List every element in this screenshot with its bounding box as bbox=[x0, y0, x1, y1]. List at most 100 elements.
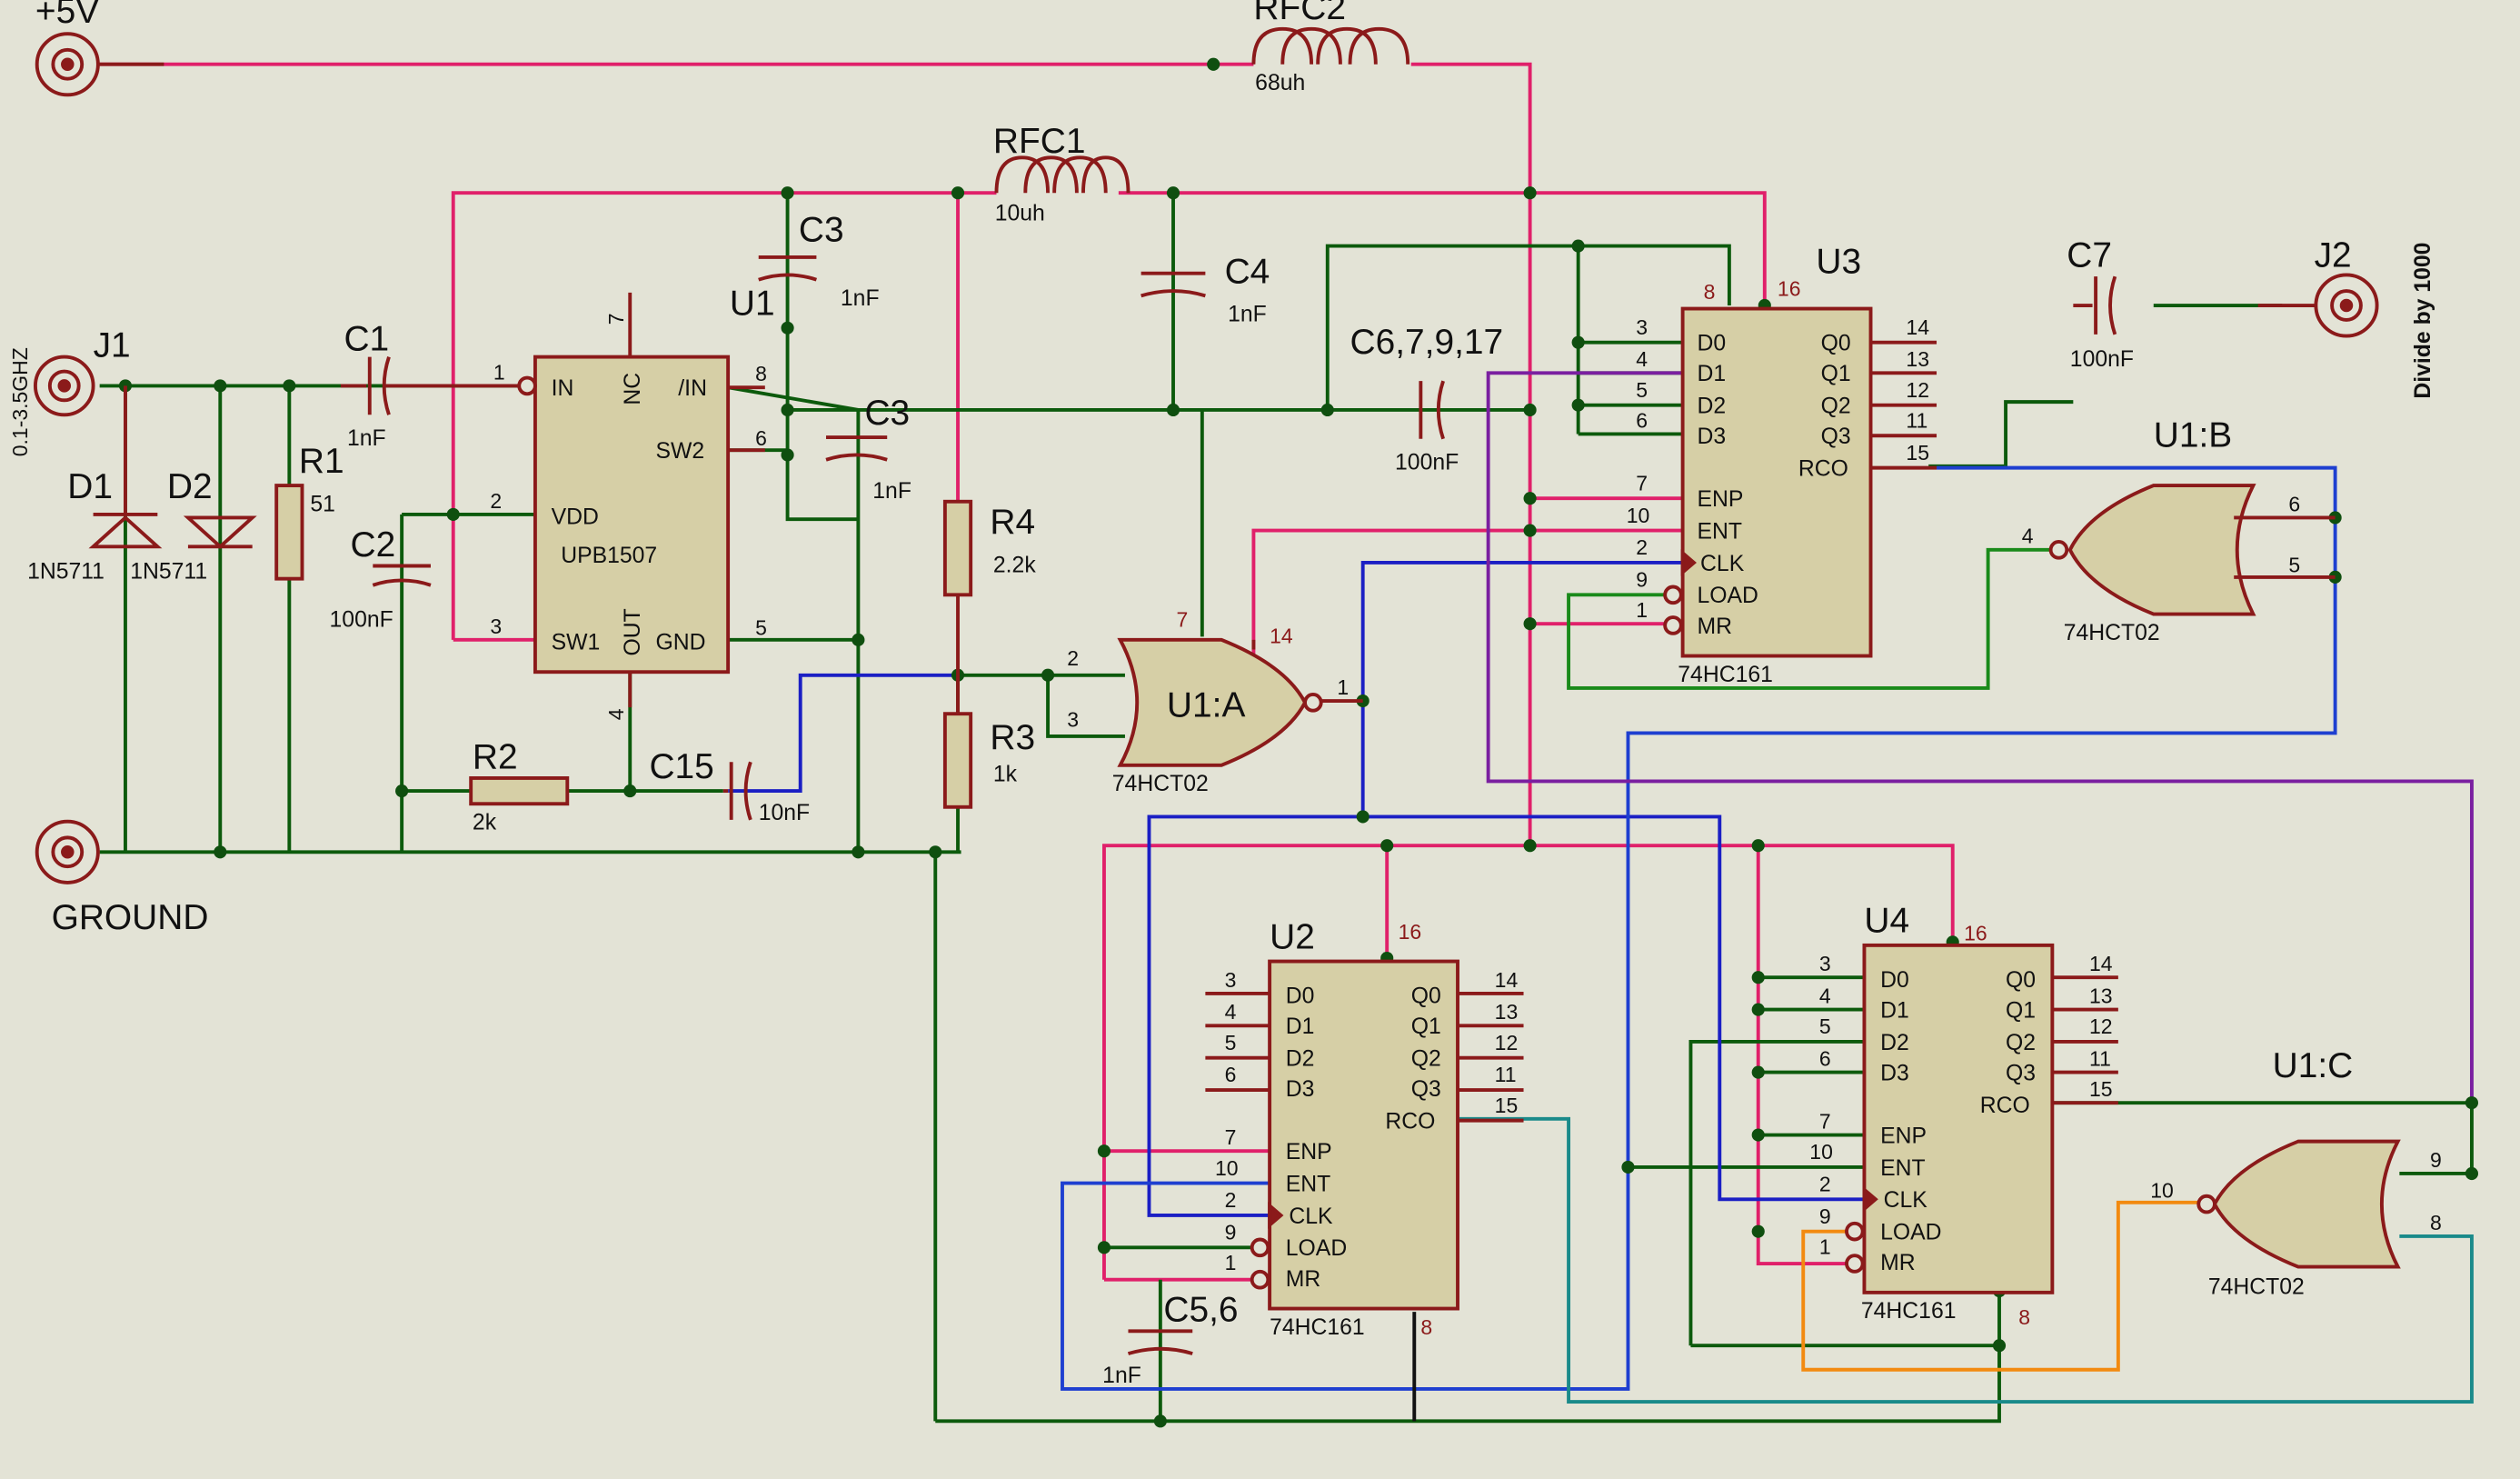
u2-clk: CLK bbox=[1289, 1204, 1333, 1229]
u3-d1: D1 bbox=[1698, 362, 1727, 386]
c7-capacitor bbox=[2073, 275, 2117, 335]
u1b-label: U1:B bbox=[2154, 416, 2232, 455]
c4-capacitor bbox=[1140, 271, 1206, 298]
vcc-terminal[interactable] bbox=[35, 32, 164, 97]
u3-pin-labels: D0 D1 D2 D3 ENP ENT CLK LOAD MR Q0 Q1 Q2… bbox=[1627, 276, 1929, 638]
u4-label: U4 bbox=[1864, 902, 1909, 941]
u2-n5: 5 bbox=[1225, 1031, 1237, 1054]
u3-n3: 3 bbox=[1636, 315, 1648, 339]
c3a-label: C3 bbox=[799, 210, 844, 249]
u1a-pin1: 1 bbox=[1337, 675, 1349, 699]
upb1507-ic bbox=[517, 292, 765, 708]
d2-value: 1N5711 bbox=[130, 560, 207, 585]
j2-terminal[interactable] bbox=[2257, 273, 2379, 338]
r3-value: 1k bbox=[993, 762, 1018, 786]
r4-label: R4 bbox=[990, 503, 1035, 542]
rfc1-value: 10uh bbox=[995, 201, 1045, 225]
u3-n2: 2 bbox=[1636, 535, 1648, 559]
u1c-part: 74HCT02 bbox=[2208, 1275, 2305, 1300]
u3-clk: CLK bbox=[1700, 552, 1745, 576]
u4-counter bbox=[1845, 943, 2118, 1294]
u2-n7: 7 bbox=[1225, 1125, 1237, 1149]
ground-terminal[interactable] bbox=[35, 819, 100, 884]
u4-n9: 9 bbox=[1819, 1204, 1831, 1228]
u4-n5: 5 bbox=[1819, 1014, 1831, 1038]
c15-value: 10nF bbox=[759, 801, 810, 825]
upb-sw2: SW2 bbox=[656, 439, 705, 464]
u2-n2: 2 bbox=[1225, 1188, 1237, 1212]
c2-label: C2 bbox=[351, 525, 396, 565]
u3-d2: D2 bbox=[1698, 394, 1727, 418]
u1a-pin7: 7 bbox=[1177, 608, 1189, 632]
c4-value: 1nF bbox=[1228, 303, 1267, 327]
nor-pin-labels: 2 3 1 14 7 6 5 4 9 8 10 bbox=[1067, 492, 2441, 1234]
rfc2-inductor bbox=[1251, 26, 1410, 65]
u3-n1: 1 bbox=[1636, 598, 1648, 622]
u2-n8: 8 bbox=[1420, 1315, 1432, 1339]
j1-terminal[interactable] bbox=[33, 355, 95, 417]
u3-n7: 7 bbox=[1636, 471, 1648, 495]
u4-ent: ENT bbox=[1880, 1156, 1926, 1181]
u4-n11: 11 bbox=[2089, 1047, 2111, 1071]
u3-n11: 11 bbox=[1906, 408, 1927, 432]
c3b-value: 1nF bbox=[872, 479, 911, 504]
u4-q3: Q3 bbox=[2006, 1061, 2036, 1085]
u2-q0: Q0 bbox=[1411, 984, 1441, 1009]
u1b-part: 74HCT02 bbox=[2064, 621, 2160, 645]
u4-n14: 14 bbox=[2089, 952, 2113, 975]
u4-n16: 16 bbox=[1964, 922, 1987, 945]
u4-n10: 10 bbox=[1809, 1140, 1833, 1164]
u4-n4: 4 bbox=[1819, 984, 1831, 1008]
c6-value: 100nF bbox=[1395, 450, 1459, 475]
c3-top-capacitor bbox=[758, 255, 818, 282]
u4-n3: 3 bbox=[1819, 952, 1831, 975]
upb-nc: NC bbox=[621, 373, 645, 405]
d2-diode bbox=[183, 515, 257, 549]
u3-d3: D3 bbox=[1698, 425, 1727, 449]
r3-label: R3 bbox=[990, 718, 1035, 757]
r4-value: 2.2k bbox=[993, 554, 1036, 578]
u3-n5: 5 bbox=[1636, 378, 1648, 402]
u4-d2: D2 bbox=[1880, 1031, 1909, 1055]
u1c-nor-gate bbox=[2196, 1139, 2401, 1269]
u4-d1: D1 bbox=[1880, 998, 1909, 1023]
d1-value: 1N5711 bbox=[27, 560, 105, 585]
u4-mr: MR bbox=[1880, 1251, 1916, 1275]
u1a-part: 74HCT02 bbox=[1112, 772, 1209, 796]
u2-d1: D1 bbox=[1286, 1014, 1315, 1039]
u1-label: U1 bbox=[730, 285, 775, 324]
c15-capacitor bbox=[722, 761, 752, 821]
u4-n7: 7 bbox=[1819, 1109, 1831, 1133]
upb-p6: 6 bbox=[755, 426, 767, 450]
rfc1-inductor bbox=[994, 155, 1131, 194]
u4-n8: 8 bbox=[2018, 1305, 2030, 1329]
u1b-pin6: 6 bbox=[2288, 492, 2300, 515]
u3-q1: Q1 bbox=[1821, 362, 1851, 386]
u1b-nor-gate bbox=[2048, 484, 2336, 616]
c3b-label: C3 bbox=[864, 394, 910, 433]
u4-n12: 12 bbox=[2089, 1014, 2113, 1038]
u3-n16: 16 bbox=[1778, 276, 1801, 300]
upb-p4: 4 bbox=[604, 708, 628, 720]
u2-part: 74HC161 bbox=[1270, 1315, 1365, 1340]
vcc-label: +5V bbox=[35, 0, 99, 31]
c56-label: C5,6 bbox=[1163, 1291, 1238, 1330]
u4-enp: ENP bbox=[1880, 1124, 1927, 1148]
c1-value: 1nF bbox=[347, 426, 386, 451]
rfc2-value: 68uh bbox=[1255, 71, 1305, 95]
upb-p3: 3 bbox=[490, 615, 502, 638]
u1c-pin9: 9 bbox=[2430, 1148, 2442, 1172]
u2-q1: Q1 bbox=[1411, 1014, 1441, 1039]
u1a-label: U1:A bbox=[1167, 686, 1246, 725]
d1-diode bbox=[88, 385, 163, 549]
u2-n10: 10 bbox=[1215, 1156, 1239, 1180]
u4-d0: D0 bbox=[1880, 968, 1909, 993]
u4-q0: Q0 bbox=[2006, 968, 2036, 993]
r3-resistor bbox=[942, 712, 973, 809]
j2-label: J2 bbox=[2315, 236, 2352, 275]
u3-load: LOAD bbox=[1698, 584, 1758, 608]
upb-pin-labels: IN /IN SW2 VDD SW1 GND NC OUT 1 7 8 6 2 … bbox=[490, 313, 767, 720]
c3-side-capacitor bbox=[825, 435, 888, 462]
c15-label: C15 bbox=[649, 747, 713, 786]
